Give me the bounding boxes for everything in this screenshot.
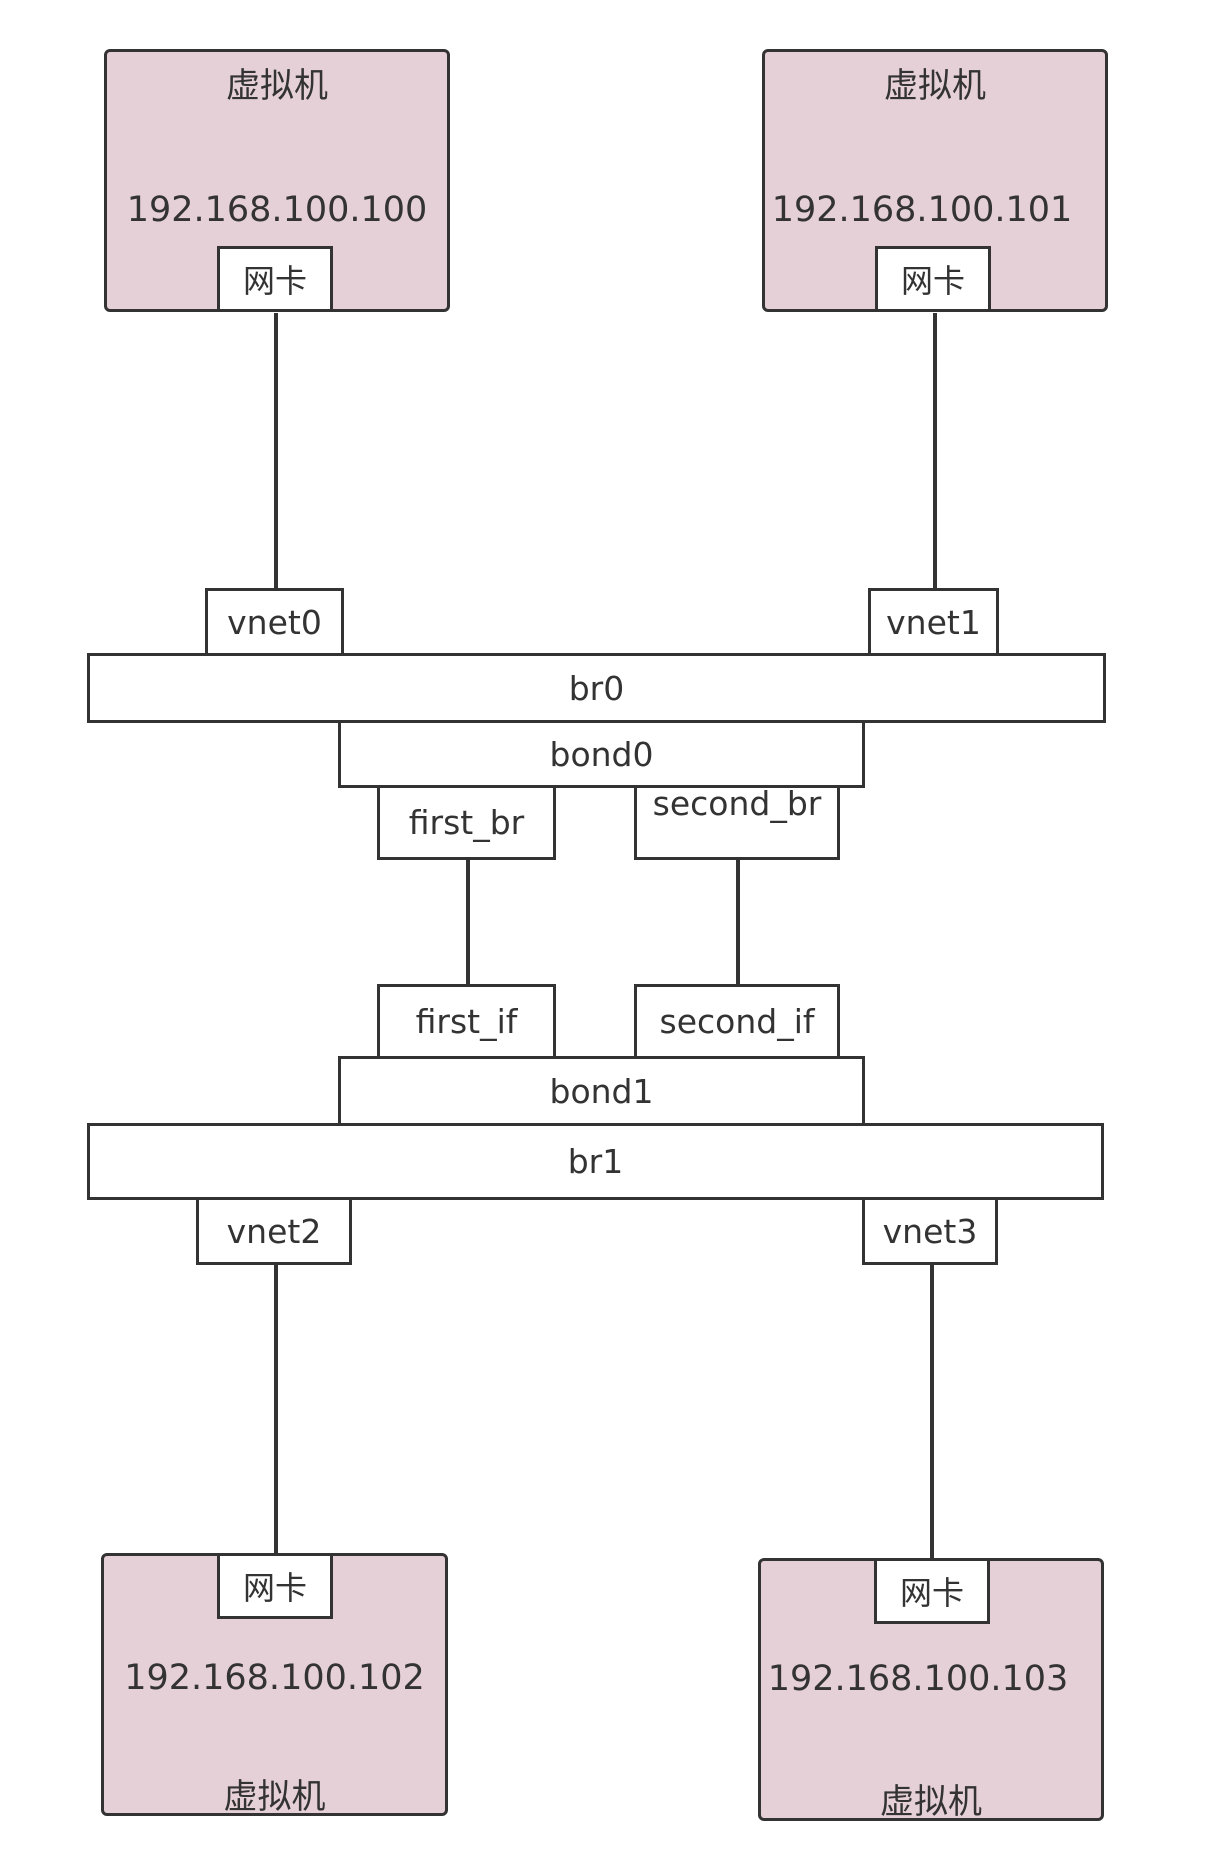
interface-label: second_br [652, 785, 822, 823]
interface-label: second_if [659, 1002, 815, 1041]
bond-bond0: bond0 [338, 720, 865, 788]
interface-label: vnet1 [886, 602, 981, 642]
vm-ip-address: 192.168.100.103 [767, 1659, 1069, 1699]
vm-ip-address: 192.168.100.101 [771, 190, 1073, 230]
interface-vnet2: vnet2 [196, 1197, 352, 1265]
interface-label: first_if [415, 1002, 518, 1041]
interface-first-br: first_br [377, 785, 556, 860]
link-firstbr-firstif [466, 860, 470, 986]
vm-label: 虚拟机 [226, 66, 328, 106]
interface-label: vnet2 [226, 1211, 322, 1251]
bridge-br1: br1 [87, 1123, 1104, 1200]
vm-label: 虚拟机 [884, 66, 986, 106]
interface-label: first_br [408, 803, 525, 842]
bond-label: bond1 [549, 1071, 654, 1111]
vm-label: 虚拟机 [223, 1777, 326, 1817]
bond-bond1: bond1 [338, 1056, 865, 1126]
nic-box-bottom-left: 网卡 [217, 1553, 333, 1619]
link-vm0-vnet0 [274, 313, 278, 588]
bridge-br0: br0 [87, 653, 1106, 723]
nic-label: 网卡 [242, 262, 307, 300]
interface-label: vnet0 [227, 602, 322, 642]
interface-second-if: second_if [634, 984, 840, 1059]
interface-vnet1: vnet1 [868, 588, 999, 656]
interface-first-if: first_if [377, 984, 556, 1059]
nic-box-top-right: 网卡 [875, 246, 991, 312]
interface-vnet3: vnet3 [862, 1197, 998, 1265]
bond-label: bond0 [549, 734, 654, 774]
nic-label: 网卡 [899, 1574, 964, 1612]
interface-vnet0: vnet0 [205, 588, 344, 656]
nic-box-top-left: 网卡 [217, 246, 333, 312]
link-vnet3-vm3 [930, 1265, 934, 1560]
nic-box-bottom-right: 网卡 [874, 1558, 990, 1624]
nic-label: 网卡 [900, 262, 965, 300]
bridge-label: br0 [568, 668, 625, 708]
link-secondbr-secondif [736, 860, 740, 986]
link-vm1-vnet1 [933, 313, 937, 588]
vm-ip-address: 192.168.100.100 [126, 190, 428, 230]
nic-label: 网卡 [242, 1569, 307, 1607]
bridge-label: br1 [567, 1142, 624, 1181]
vm-label: 虚拟机 [880, 1782, 982, 1822]
interface-second-br: second_br [634, 785, 840, 860]
interface-label: vnet3 [882, 1211, 978, 1251]
vm-ip-address: 192.168.100.102 [124, 1658, 425, 1698]
link-vnet2-vm2 [274, 1265, 278, 1555]
